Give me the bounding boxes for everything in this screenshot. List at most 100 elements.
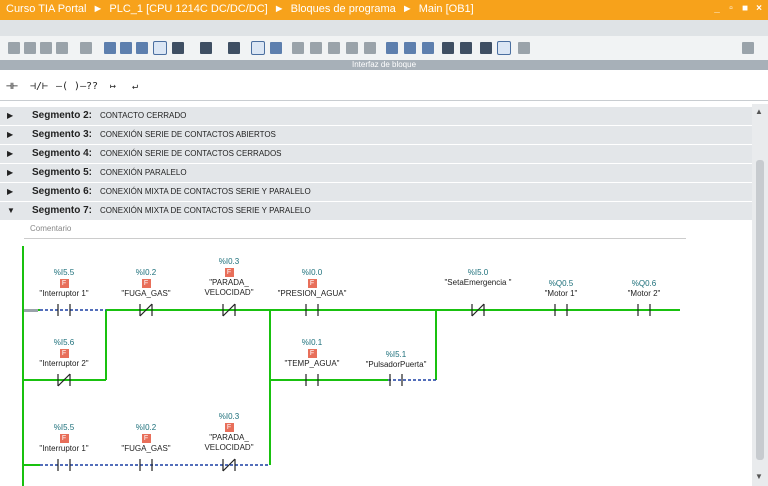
contact-seta-emergencia[interactable]: %I5.0"SetaEmergencia " [418,268,538,288]
detach-editor-icon[interactable] [742,42,754,54]
add-row-icon[interactable] [56,42,68,54]
expand-arrow-icon[interactable]: ▶ [7,130,14,139]
contact-tag: "FUGA_GAS" [121,289,171,298]
cross-reference-icon[interactable] [346,42,358,54]
breadcrumb: Curso TIA Portal ► PLC_1 [CPU 1214C DC/DC/… [6,3,474,15]
breadcrumb-separator: ► [92,3,104,15]
goto-previous-error-icon[interactable] [292,42,304,54]
contact-motor-2[interactable]: %Q0.6"Motor 2" [584,279,704,299]
goto-next-error-icon[interactable] [310,42,322,54]
breadcrumb-program-blocks[interactable]: Bloques de programa [290,3,396,15]
breadcrumb-main-ob1[interactable]: Main [OB1] [418,3,474,15]
selection-marker [24,309,38,312]
contact-tag: "Motor 1" [544,289,578,298]
highlight-icon[interactable] [270,42,282,54]
open-branch-button[interactable]: ↦ [110,81,117,92]
restore-button[interactable]: ▫ [729,3,733,14]
collapse-arrow-icon[interactable]: ▼ [7,206,15,215]
scroll-down-icon[interactable]: ▼ [755,472,763,481]
contact-symbol [471,303,485,317]
compare-icon[interactable] [364,42,376,54]
breadcrumb-separator: ► [273,3,285,15]
operand-representation-icon[interactable] [251,41,265,55]
expand-arrow-icon[interactable]: ▶ [7,187,14,196]
segment-label: Segmento 3: [32,129,93,140]
segment-title: CONEXIÓN SERIE DE CONTACTOS ABIERTOS [100,130,276,139]
monitoring-step-icon[interactable] [460,42,472,54]
expand-arrow-icon[interactable]: ▶ [7,149,14,158]
segment-6-header[interactable]: ▶Segmento 6:CONEXIÓN MIXTA DE CONTACTOS … [0,183,752,202]
contact-motor-1[interactable]: %Q0.5"Motor 1" [501,279,621,299]
contact-address: %I0.3 [218,412,240,421]
contact-address: %I5.5 [53,268,75,277]
contact-address: %I0.2 [135,268,157,277]
maximize-button[interactable]: ■ [741,3,749,14]
segment-7-header[interactable]: ▼Segmento 7:CONEXIÓN MIXTA DE CONTACTOS … [0,202,752,221]
zoom-out-icon[interactable] [228,42,240,54]
breadcrumb-plc[interactable]: PLC_1 [CPU 1214C DC/DC/DC] [109,3,268,15]
contact-address: %I0.0 [301,268,323,277]
expand-arrow-icon[interactable]: ▶ [7,111,14,120]
watch-table-icon[interactable] [480,42,492,54]
favorites-instruction-bar: ⊣⊢ ⊣/⊢ –( )– ?? ↦ ↵ [0,74,768,101]
monitoring-on-off-icon[interactable] [442,42,454,54]
update-calls-icon[interactable] [328,42,340,54]
segment-label: Segmento 2: [32,110,93,121]
f-icon: F [307,279,317,288]
delete-network-icon[interactable] [24,42,36,54]
contact-tag: "SetaEmergencia " [444,278,512,287]
contact-address: %Q0.6 [631,279,657,288]
coil-button[interactable]: –( )– [56,81,87,92]
insert-network-icon[interactable] [8,42,20,54]
segment-label: Segmento 4: [32,148,93,159]
contact-address: %I5.5 [53,423,75,432]
insert-row-icon[interactable] [40,42,52,54]
indent-icon[interactable] [386,42,398,54]
close-branch-button[interactable]: ↵ [132,81,139,92]
close-all-networks-icon[interactable] [120,42,132,54]
block-properties-icon[interactable] [518,42,530,54]
network-comments-icon[interactable] [136,42,148,54]
open-all-networks-icon[interactable] [104,42,116,54]
zoom-in-icon[interactable] [200,42,212,54]
outdent-icon[interactable] [404,42,416,54]
segment-2-header[interactable]: ▶Segmento 2:CONTACTO CERRADO [0,107,752,126]
scroll-up-icon[interactable]: ▲ [755,107,763,116]
network-comment-field[interactable]: Comentario [30,224,72,233]
comment-lines-icon[interactable] [422,42,434,54]
close-button[interactable]: × [756,3,762,14]
no-contact-button[interactable]: ⊣⊢ [6,81,19,92]
glasses-monitor-icon[interactable] [497,41,511,55]
segment-label: Segmento 6: [32,186,93,197]
minimize-button[interactable]: _ [714,3,720,14]
show-favorites-icon[interactable] [172,42,184,54]
breadcrumb-separator: ► [401,3,413,15]
block-interface-bar[interactable]: Interfaz de bloque [0,60,768,70]
editor-header-band [0,20,768,36]
absolute-operands-icon[interactable] [153,41,167,55]
segment-3-header[interactable]: ▶ Segmento 3: CONEXIÓN SERIE DE CONTACTOS … [0,126,752,145]
breadcrumb-project[interactable]: Curso TIA Portal [6,3,87,15]
segment-4-header[interactable]: ▶ Segmento 4: CONEXIÓN SERIE DE CONTACTOS … [0,145,752,164]
segment-title: CONEXIÓN SERIE DE CONTACTOS CERRADOS [100,149,282,158]
vertical-scrollbar[interactable]: ▲ ▼ [752,104,768,486]
contact-pulsador-puerta[interactable]: %I5.1"PulsadorPuerta" [336,350,456,370]
expand-arrow-icon[interactable]: ▶ [7,168,14,177]
empty-box-button[interactable]: ?? [86,81,99,92]
contact-tag: "Interruptor 1" [39,444,89,453]
contact-tag: "TEMP_AGUA" [284,359,340,368]
nc-contact-button[interactable]: ⊣/⊢ [30,81,49,92]
toggle-variable-info-icon[interactable] [80,42,92,54]
contact-tag: "PulsadorPuerta" [365,360,427,369]
segment-5-header[interactable]: ▶Segmento 5:CONEXIÓN PARALELO [0,164,752,183]
scrollbar-thumb[interactable] [756,160,764,460]
